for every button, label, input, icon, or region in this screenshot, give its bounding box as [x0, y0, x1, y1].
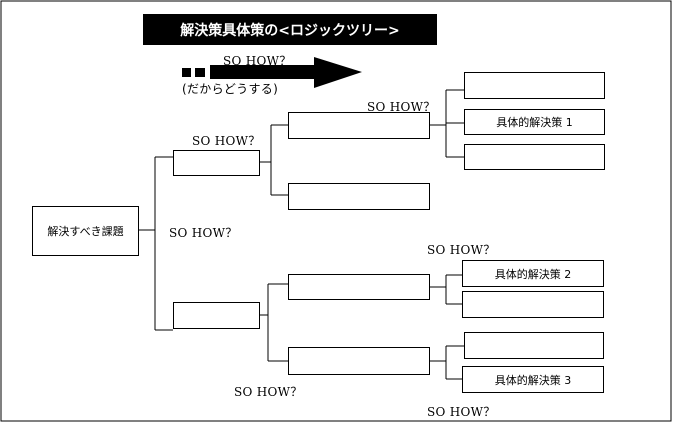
level3-box-6: [464, 332, 604, 359]
so-how-label: SO HOW？: [367, 100, 436, 114]
level3-solution-1: 具体的解決策 1: [464, 109, 605, 135]
level3-box-5: [462, 291, 604, 318]
level2-box-3: [288, 274, 430, 300]
level3-box-1: [464, 72, 605, 99]
so-how-label: SO HOW？: [427, 243, 496, 257]
so-how-label: SO HOW？: [192, 134, 261, 148]
level1-lower-box: [173, 302, 260, 329]
level2-box-1: [288, 112, 430, 139]
level3-solution-2: 具体的解決策 2: [462, 260, 604, 287]
diagram-title: 解決策具体策の<ロジックツリー>: [143, 14, 437, 45]
so-how-label: SO HOW？: [169, 226, 238, 240]
tree-connectors: [139, 89, 464, 380]
arrow-sublabel: (だからどうする): [182, 82, 279, 96]
so-how-label: SO HOW？: [234, 385, 303, 399]
level3-box-3: [464, 144, 605, 170]
level1-upper-box: [173, 150, 260, 176]
so-how-label: SO HOW？: [427, 405, 496, 419]
level3-solution-3: 具体的解決策 3: [462, 366, 604, 393]
level2-box-2: [288, 183, 430, 210]
so-how-arrow: [182, 57, 362, 88]
level2-box-4: [288, 347, 430, 375]
arrow-so-how-label: SO HOW？: [223, 54, 292, 68]
root-issue-box: 解決すべき課題: [32, 206, 139, 256]
